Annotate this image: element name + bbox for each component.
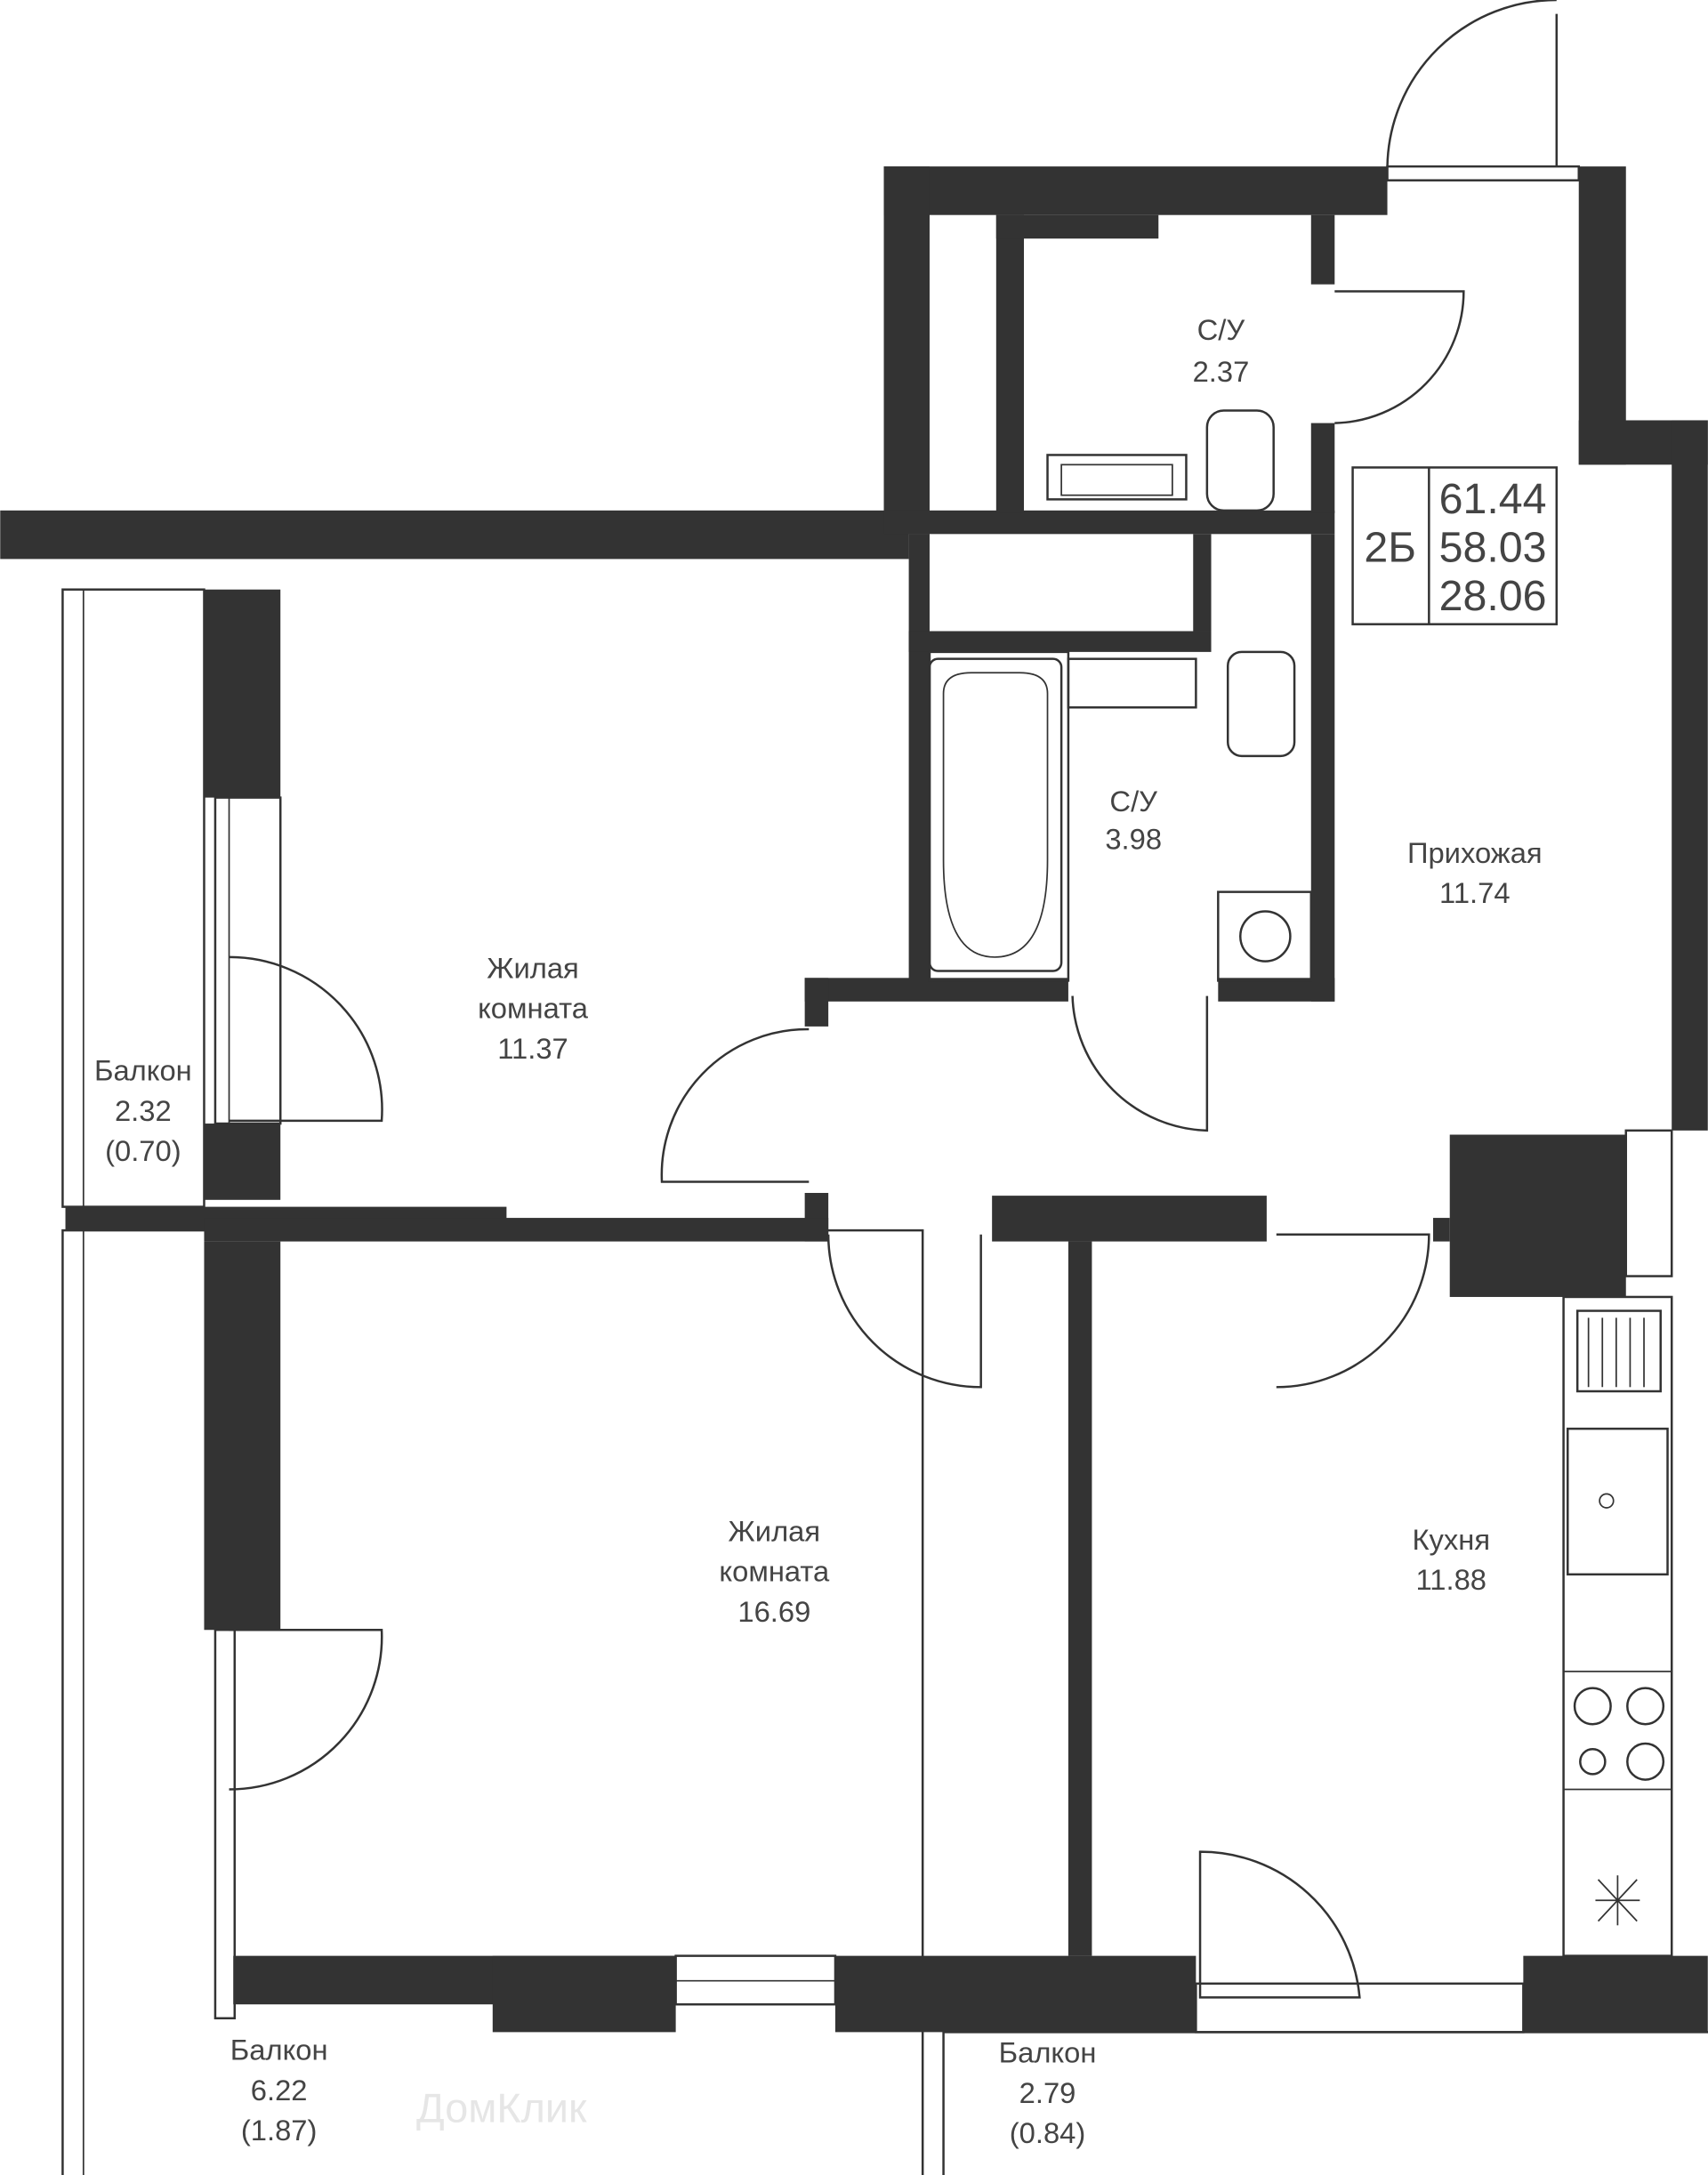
living-total-area: 58.03 [1439,524,1547,572]
balcony-outlines [61,588,1708,2175]
windows [214,165,1673,2034]
balcony-bl-area: 6.22 [251,2074,308,2107]
balcony-br-area: 2.79 [1019,2076,1076,2109]
apartment-type: 2Б [1364,524,1416,572]
fixtures [928,409,1673,1926]
bath-small-name: С/У [1197,313,1245,346]
bath-large-area: 3.98 [1105,822,1162,855]
radiator-icon [1575,1309,1662,1393]
living-2-name-2: комната [719,1555,830,1588]
sink-icon [1046,454,1188,501]
toilet-icon [1205,409,1275,512]
room-labels: С/У 2.37 С/У 3.98 Прихожая 11.74 Жилая к… [94,313,1543,2149]
living-1-name-1: Жилая [487,951,579,984]
summary-box: 2Б 61.44 58.03 28.06 [1351,466,1559,625]
bath-small-area: 2.37 [1193,355,1250,388]
living-2-name-1: Жилая [729,1514,821,1547]
kitchen-sink-icon [1567,1427,1669,1576]
balcony-left-area: 2.32 [115,1094,172,1127]
balcony-bl-name: Балкон [230,2034,328,2066]
balcony-bl-reduced: (1.87) [241,2114,318,2147]
total-area: 61.44 [1439,475,1547,523]
toilet-icon [1226,650,1296,758]
kitchen-name: Кухня [1412,1523,1490,1556]
stove-icon [1562,1671,1673,1791]
balcony-left-name: Балкон [94,1054,192,1087]
hall-name: Прихожая [1407,836,1543,869]
ventilation-icon [1595,1875,1640,1926]
walls [0,166,1708,2033]
balcony-left-reduced: (0.70) [105,1134,181,1167]
doors [229,0,1559,1999]
watermark: ДомКлик [416,2085,587,2131]
living-area: 28.06 [1439,572,1547,620]
bathtub-icon [928,657,1063,972]
hall-area: 11.74 [1439,876,1510,909]
balcony-br-name: Балкон [999,2036,1097,2069]
kitchen-area: 11.88 [1416,1563,1487,1596]
living-1-area: 11.37 [497,1032,568,1065]
bath-large-name: С/У [1109,785,1157,818]
sink-icon [1067,657,1197,709]
living-1-name-2: комната [478,992,589,1025]
balcony-br-reduced: (0.84) [1010,2116,1086,2149]
washing-machine-icon [1217,890,1313,982]
living-2-area: 16.69 [737,1595,810,1628]
